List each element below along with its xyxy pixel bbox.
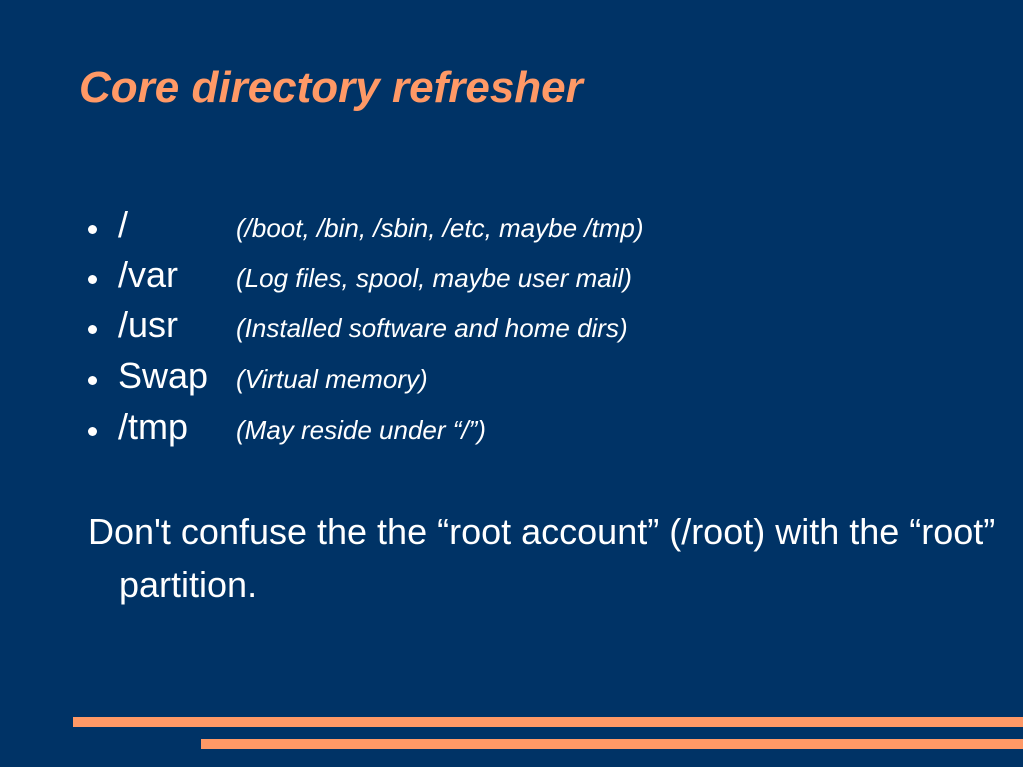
list-item: Swap (Virtual memory)	[0, 351, 1023, 401]
directory-description: (Virtual memory)	[236, 364, 428, 394]
directory-name: Swap	[118, 355, 209, 396]
directory-name: /usr	[118, 304, 179, 345]
directory-description: (/boot, /bin, /sbin, /etc, maybe /tmp)	[236, 213, 644, 243]
accent-rule-bottom	[201, 739, 1023, 749]
directory-name: /var	[118, 254, 179, 295]
bullet-dot-icon	[88, 225, 97, 234]
root-note: Don't confuse the the “root account” (/r…	[88, 511, 996, 605]
bullet-dot-icon	[88, 325, 97, 334]
list-item: /tmp (May reside under “/”)	[0, 402, 1023, 452]
list-item: /var (Log files, spool, maybe user mail)	[0, 250, 1023, 300]
accent-rule-top	[73, 717, 1023, 727]
list-item: /usr (Installed software and home dirs)	[0, 300, 1023, 350]
bullet-dot-icon	[88, 275, 97, 284]
directory-name: /	[118, 204, 129, 245]
directory-description: (May reside under “/”)	[236, 415, 486, 445]
directory-description: (Installed software and home dirs)	[236, 313, 628, 343]
directory-name: /tmp	[118, 406, 189, 447]
directory-description: (Log files, spool, maybe user mail)	[236, 263, 632, 293]
bullet-dot-icon	[88, 427, 97, 436]
slide-title: Core directory refresher	[79, 63, 583, 112]
list-item: / (/boot, /bin, /sbin, /etc, maybe /tmp)	[0, 200, 1023, 250]
bullet-dot-icon	[88, 376, 97, 385]
